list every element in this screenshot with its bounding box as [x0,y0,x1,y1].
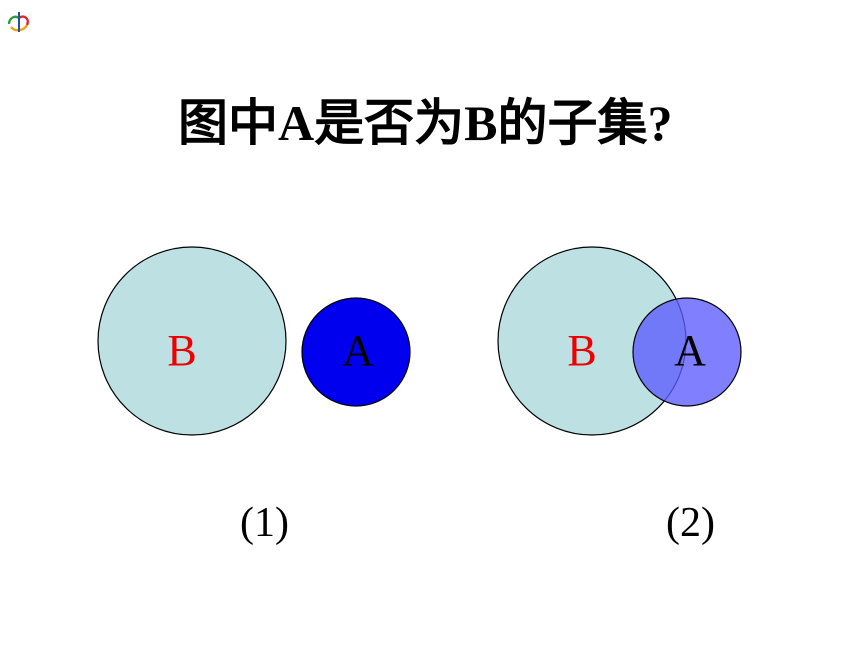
figure-1: B A [97,246,411,436]
set-a-label: A [674,326,706,375]
set-b-label: B [167,326,196,375]
figure-2-caption: (2) [666,500,715,546]
set-a-circle [632,297,742,407]
question-title: 图中A是否为B的子集? [178,95,673,151]
set-b-label: B [567,326,596,375]
logo-icon [7,12,29,32]
set-b-circle [97,246,287,436]
figure-1-caption: (1) [240,500,289,546]
figure-2: B A [497,246,742,436]
set-a-label: A [342,326,374,375]
set-a-circle [301,297,411,407]
